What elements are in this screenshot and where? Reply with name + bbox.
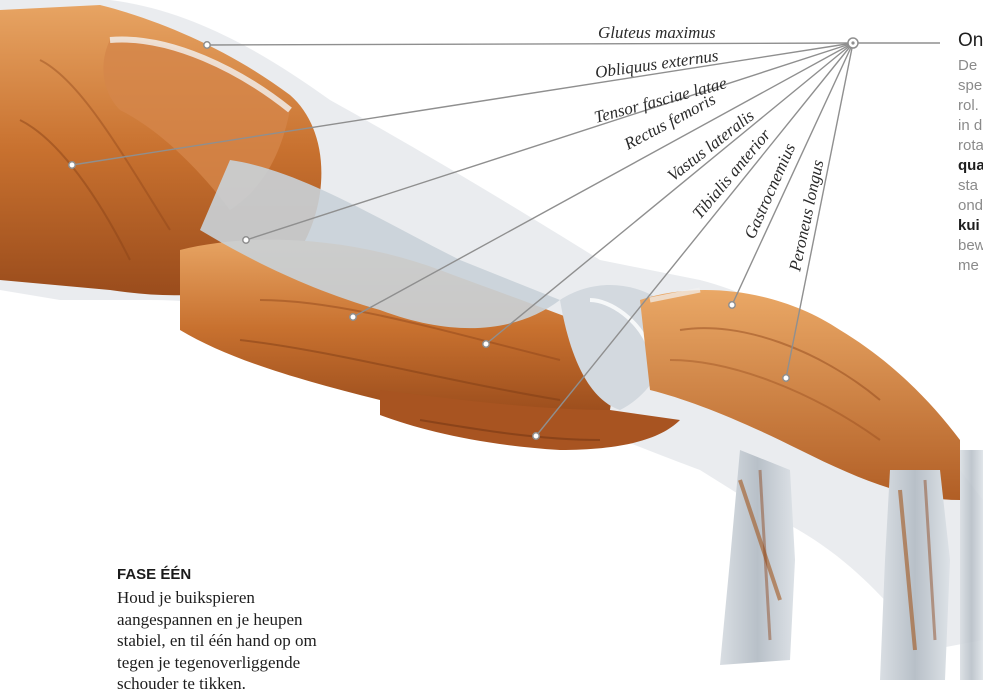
muscle-labels: Gluteus maximus Obliquus externus Tensor… [592,23,827,274]
side-body-line: qua [958,156,983,176]
phase-line: stabiel, en til één hand op om [117,630,417,652]
phase-title: FASE ÉÉN [117,566,417,583]
side-body-line: spe [958,76,983,96]
side-body-line: in d [958,116,983,136]
side-body-line: kui [958,216,983,236]
label-gluteus-maximus: Gluteus maximus [598,23,716,42]
side-body-line: bew [958,236,983,256]
side-body-line: De [958,56,983,76]
side-body-line: rol. [958,96,983,116]
tensor-dot [243,237,249,243]
vastus-dot [483,341,489,347]
side-body-line: sta [958,176,983,196]
side-body-line: rota [958,136,983,156]
phase-line: schouder te tikken. [117,673,417,695]
tibialis-dot [533,433,539,439]
gluteus-dot [204,42,210,48]
peroneus-dot [783,375,789,381]
gastrocnemius-dot [729,302,735,308]
side-body-line: ond [958,196,983,216]
obliquus-dot [69,162,75,168]
side-title: On [958,30,983,52]
rectus-dot [350,314,356,320]
label-obliquus-externus: Obliquus externus [594,46,720,82]
side-body-line: me [958,256,983,276]
phase-line: tegen je tegenoverliggende [117,652,417,674]
phase-line: aangespannen en je heupen [117,609,417,631]
phase-line: Houd je buikspieren [117,587,417,609]
